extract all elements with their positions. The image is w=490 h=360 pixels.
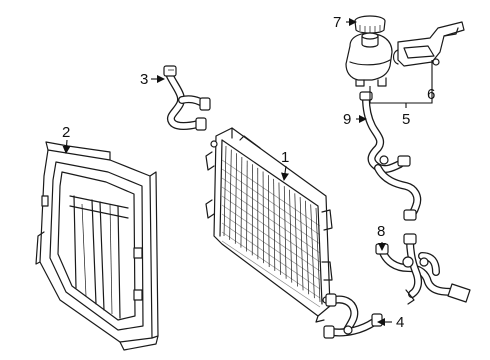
callout-9: 9	[343, 111, 351, 128]
radiator-fins	[221, 145, 321, 308]
leader-5	[369, 60, 433, 104]
upper-radiator-hose	[163, 65, 211, 131]
fin-line	[268, 175, 270, 268]
callout-8: 8	[377, 223, 385, 240]
fin-line	[234, 153, 237, 244]
fin-row-line	[221, 240, 321, 308]
callout-3: 3	[140, 71, 148, 88]
fin-line	[229, 149, 232, 240]
fin-row-line	[221, 177, 321, 245]
fin-line	[240, 156, 243, 248]
fin-line	[246, 160, 248, 252]
fin-row-line	[221, 168, 321, 236]
expansion-tank-cap	[354, 15, 386, 34]
fin-line	[289, 189, 293, 283]
tank-bracket	[392, 21, 465, 67]
radiator-core	[205, 127, 333, 323]
callout-4: 4	[396, 314, 404, 331]
callout-leaders	[62, 18, 433, 326]
callout-5: 5	[402, 111, 410, 128]
fin-line	[273, 178, 276, 271]
fin-row-line	[221, 222, 321, 290]
coolant-hose-assembly	[375, 233, 471, 305]
fin-row-line	[221, 213, 321, 281]
leader-1	[281, 165, 289, 181]
radiator-shroud-frame	[35, 141, 159, 351]
lower-radiator-hose	[323, 293, 383, 339]
fin-row-line	[221, 204, 321, 272]
expansion-tank	[345, 32, 393, 87]
fin-line	[278, 182, 281, 275]
callout-6: 6	[427, 86, 435, 103]
fin-line	[223, 145, 227, 237]
fin-row-line	[221, 231, 321, 299]
fin-row-line	[221, 186, 321, 254]
fin-row-line	[221, 195, 321, 263]
callout-1: 1	[281, 149, 289, 166]
fin-row-line	[221, 159, 321, 227]
leader-2	[62, 139, 71, 154]
callout-labels: 1 2 3 4 5 6 7 8 9	[62, 14, 435, 331]
callout-7: 7	[333, 14, 341, 31]
coolant-hose-small	[359, 91, 422, 221]
callout-2: 2	[62, 124, 70, 141]
fin-line	[283, 186, 287, 279]
